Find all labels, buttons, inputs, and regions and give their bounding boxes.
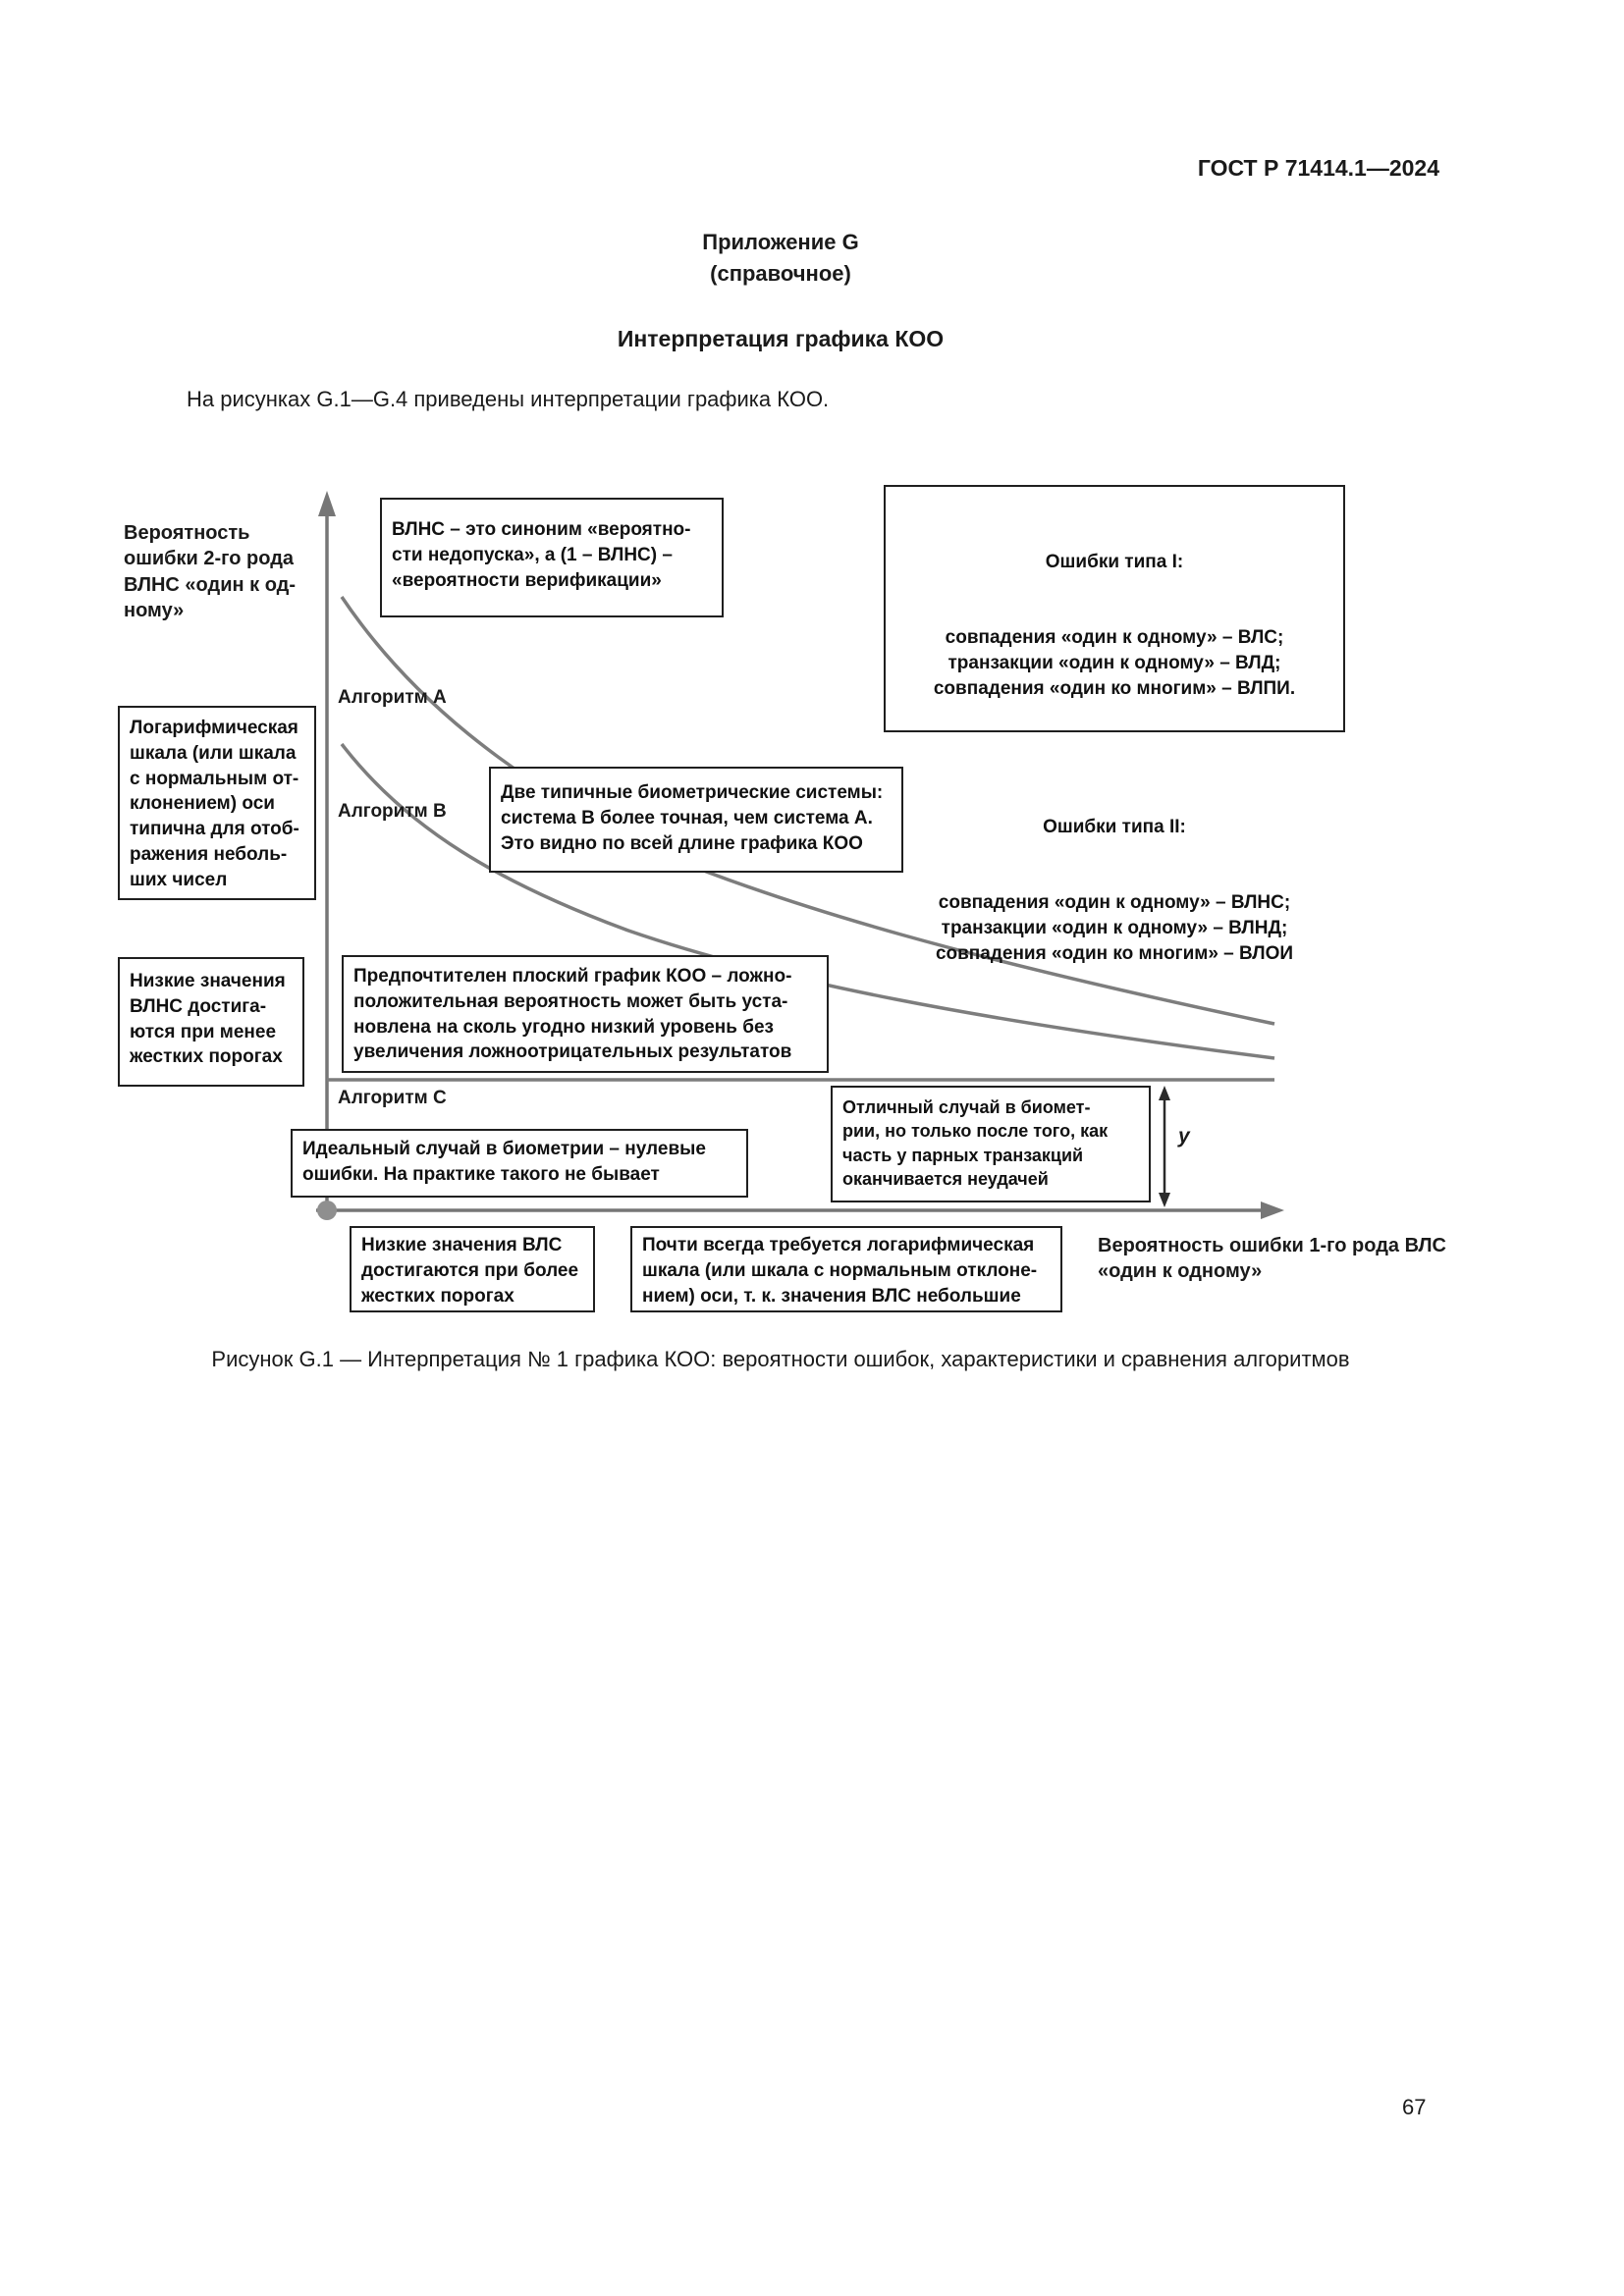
two-systems-box: Две типичные биометрические системы: сис… <box>489 767 903 873</box>
low-vlns-box: Низкие значения ВЛНС достига- ются при м… <box>118 957 304 1087</box>
error-type2-title: Ошибки типа II: <box>1043 816 1186 837</box>
y-axis-label: Вероятность ошибки 2-го рода ВЛНС «один … <box>124 522 296 622</box>
error-types-spacer <box>895 752 1333 764</box>
page-number: 67 <box>1402 2095 1427 2119</box>
ideal-case-box: Идеальный случай в биометрии – нулевые о… <box>291 1129 748 1198</box>
log-scale-y-box: Логарифмическая шкала (или шкала с норма… <box>118 706 316 900</box>
x-axis-label: Вероятность ошибки 1-го рода ВЛС «один к… <box>1098 1235 1446 1283</box>
x-axis-arrowhead <box>1261 1201 1284 1219</box>
y-axis-arrowhead <box>318 491 336 516</box>
error-type2-lines: совпадения «один к одному» – ВЛНС; транз… <box>935 892 1294 965</box>
figure-caption: Рисунок G.1 — Интерпретация № 1 графика … <box>211 1347 1350 1371</box>
low-vls-box: Низкие значения ВЛС достигаются при боле… <box>350 1226 595 1312</box>
error-types-box: Ошибки типа I: совпадения «один к одному… <box>884 485 1345 964</box>
y-distance-label: у <box>1178 1125 1190 1148</box>
curve-a-label: Алгоритм А <box>338 687 447 708</box>
y-distance-arrow-top <box>1159 1086 1170 1100</box>
origin-dot <box>317 1201 337 1220</box>
error-type1-title: Ошибки типа I: <box>1045 551 1184 572</box>
intro-paragraph: На рисунках G.1—G.4 приведены интерпрета… <box>187 387 830 411</box>
flat-det-box: Предпочтителен плоский график КОО – ложн… <box>342 955 829 1073</box>
document-header: ГОСТ Р 71414.1—2024 <box>1197 155 1439 181</box>
appendix-title: Приложение G <box>702 230 859 254</box>
log-scale-x-box: Почти всегда требуется логарифмическая ш… <box>630 1226 1062 1312</box>
curve-c-label: Алгоритм С <box>338 1088 447 1108</box>
curve-b-label: Алгоритм В <box>338 801 447 822</box>
appendix-kind: (справочное) <box>710 261 851 286</box>
excellent-case-box: Отличный случай в биомет- рии, но только… <box>831 1086 1151 1202</box>
section-title: Интерпретация графика КОО <box>617 326 945 351</box>
vlns-synonym-box: ВЛНС – это синоним «вероятно- сти недопу… <box>380 498 724 617</box>
y-distance-arrow-bottom <box>1159 1193 1170 1207</box>
error-type1-lines: совпадения «один к одному» – ВЛС; транза… <box>933 627 1296 699</box>
